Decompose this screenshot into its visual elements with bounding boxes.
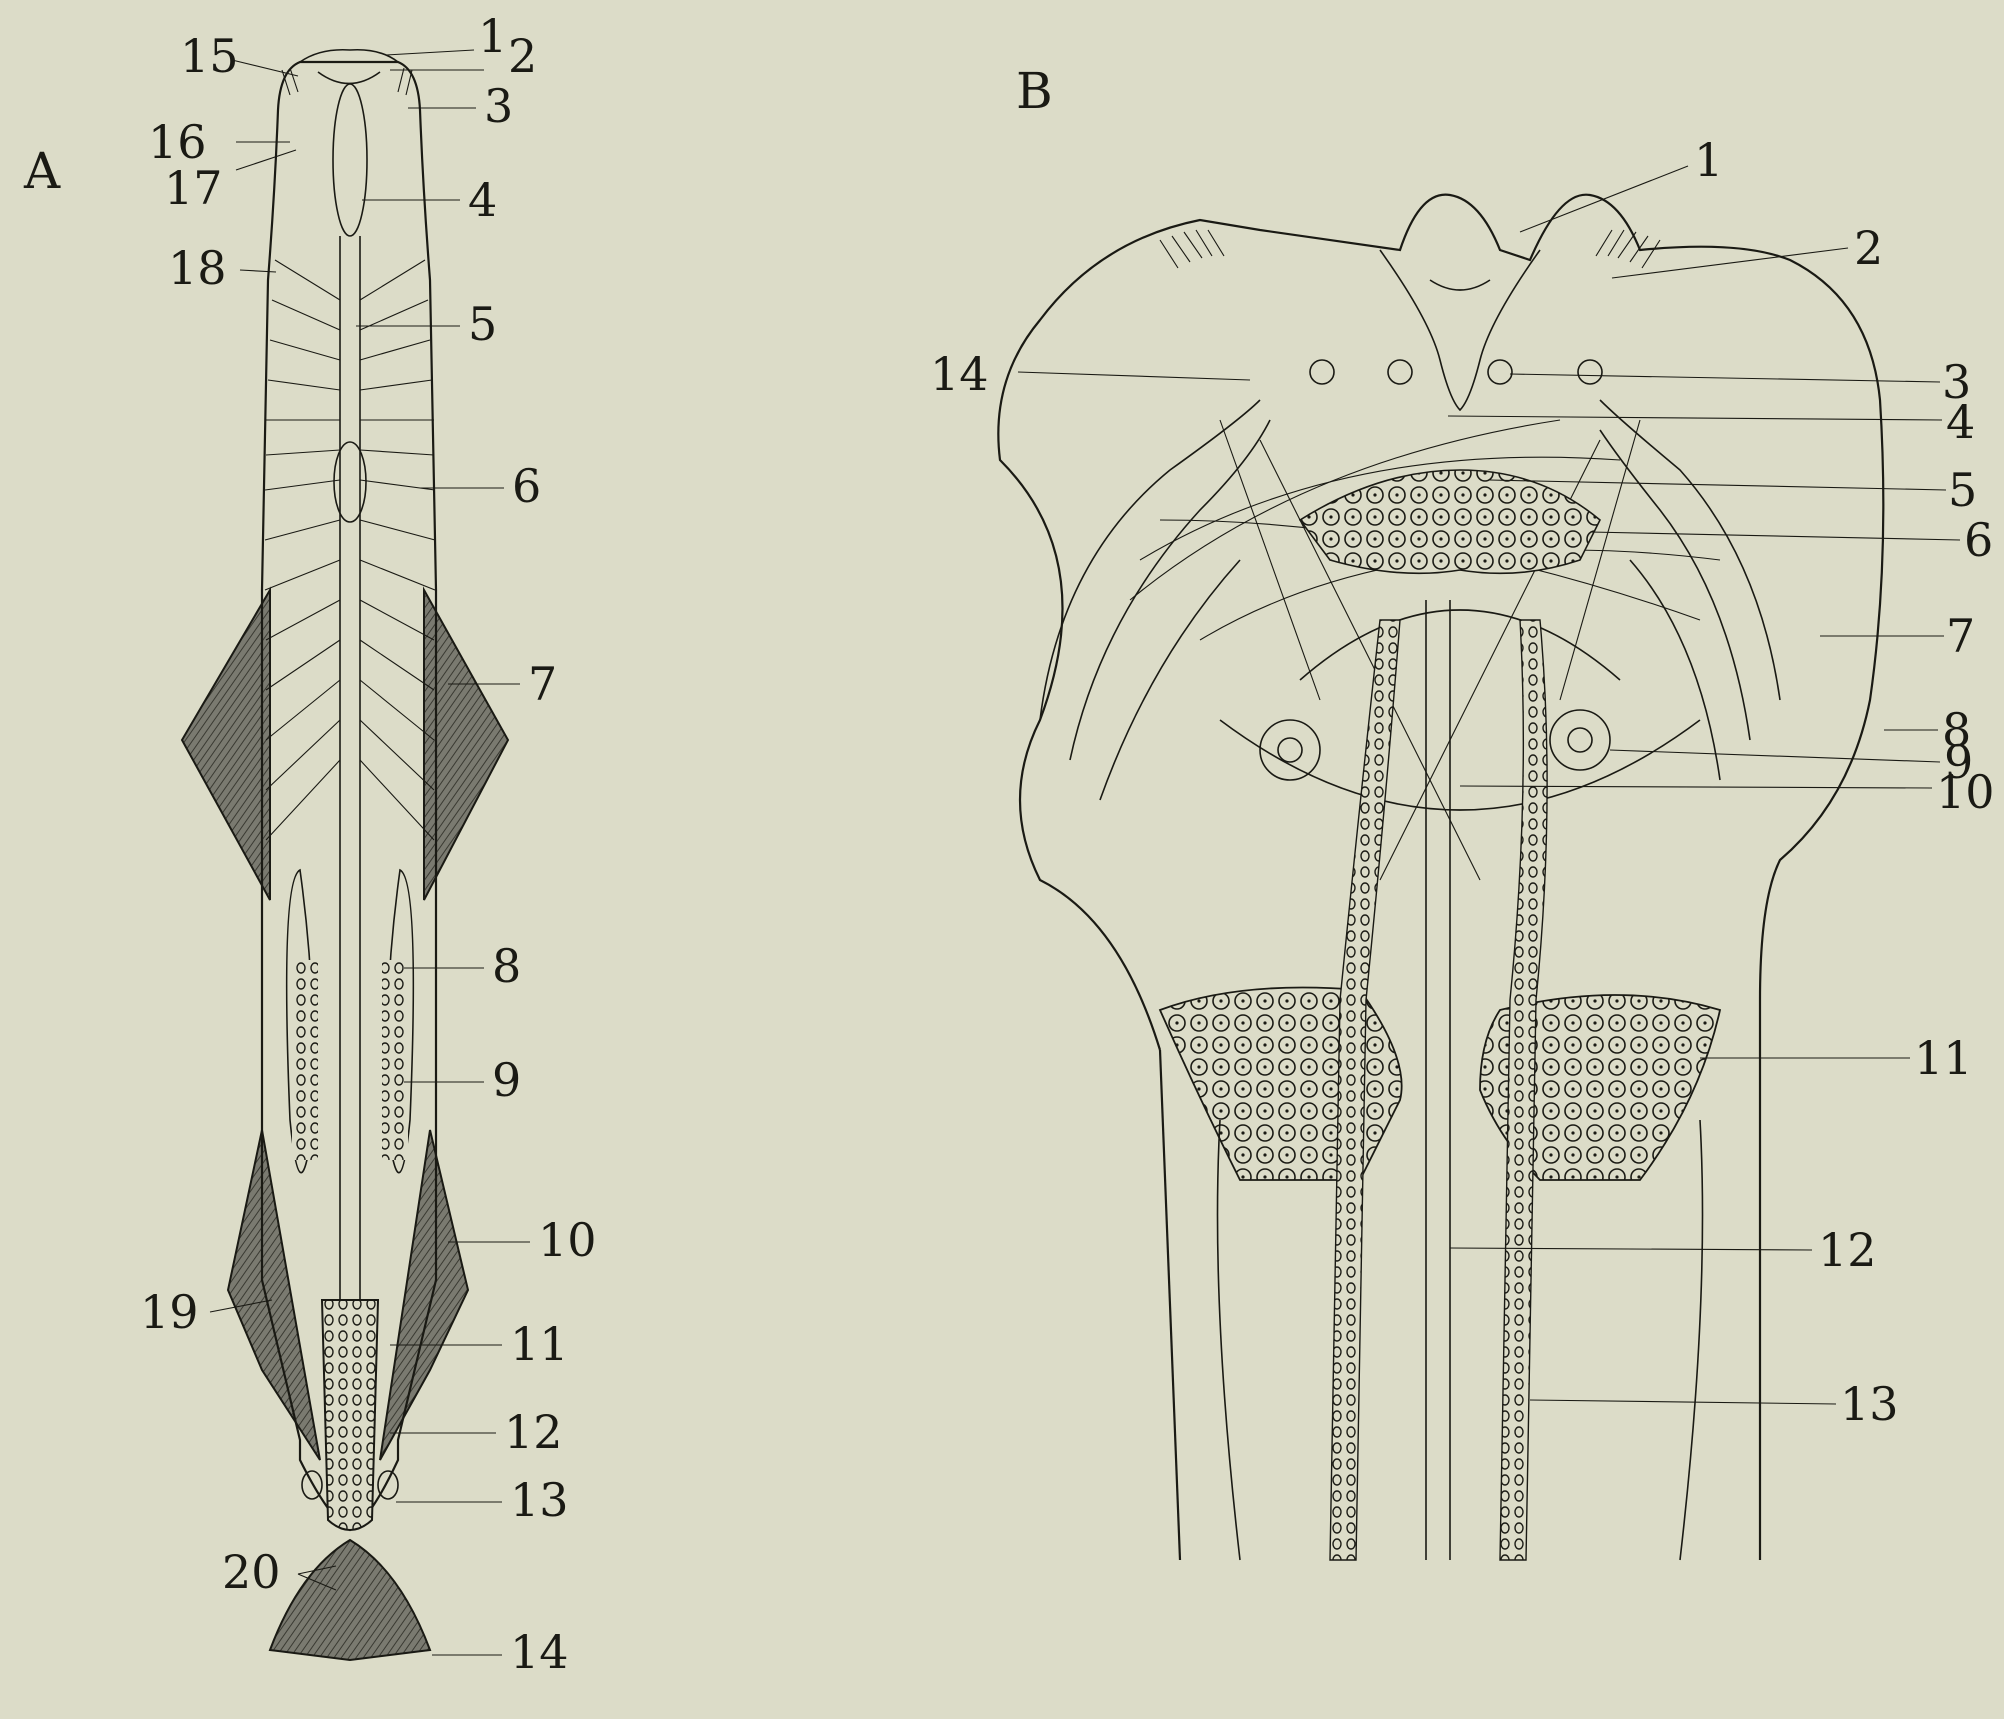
a-label-4: 4 [468,173,497,227]
a-label-18: 18 [168,241,227,295]
panel-b-drawing [998,195,1883,1560]
a-label-10: 10 [538,1213,597,1267]
b-label-4: 4 [1946,395,1975,449]
a-label-1: 1 [478,9,507,63]
b-label-11: 11 [1914,1031,1973,1085]
panel-b-letter: B [1016,62,1053,120]
ganglion [334,442,366,522]
a-label-11: 11 [510,1317,569,1371]
a-label-5: 5 [468,297,497,351]
b-label-1: 1 [1694,133,1723,187]
a-label-6: 6 [512,459,541,513]
b-label-5: 5 [1948,463,1977,517]
a-label-19: 19 [140,1285,199,1339]
pharynx [333,84,367,236]
eye-left [1260,720,1320,780]
fin-upper [182,590,508,900]
b-label-7: 7 [1946,609,1975,663]
a-label-7: 7 [528,657,557,711]
a-label-17: 17 [164,161,223,215]
a-label-13: 13 [510,1473,569,1527]
muscle-fibres [265,260,435,840]
a-label-8: 8 [492,939,521,993]
b-label-13: 13 [1840,1377,1899,1431]
b-label-6: 6 [1964,513,1993,567]
b-label-10: 10 [1936,765,1995,819]
a-label-14: 14 [510,1625,569,1679]
a-label-9: 9 [492,1053,521,1107]
eye-right [1550,710,1610,770]
egg-mass [322,1300,378,1530]
a-label-12: 12 [504,1405,563,1459]
panel-a-drawing [182,50,508,1660]
panel-a-letter: A [23,142,61,200]
panel-b-leaders [1018,166,1960,1404]
tail-fin [270,1540,430,1660]
a-label-3: 3 [484,79,513,133]
oral-cell-mass [1300,470,1600,573]
a-label-2: 2 [508,29,537,83]
b-label-12: 12 [1818,1223,1877,1277]
panel-b-labels: 1 2 3 4 5 6 7 8 9 10 11 12 13 14 [930,133,1995,1431]
head-outline-b [998,195,1883,1080]
a-label-15: 15 [180,29,239,83]
b-label-2: 2 [1854,221,1883,275]
a-label-20: 20 [222,1545,281,1599]
head-outline [300,50,398,84]
b-label-14: 14 [930,347,989,401]
